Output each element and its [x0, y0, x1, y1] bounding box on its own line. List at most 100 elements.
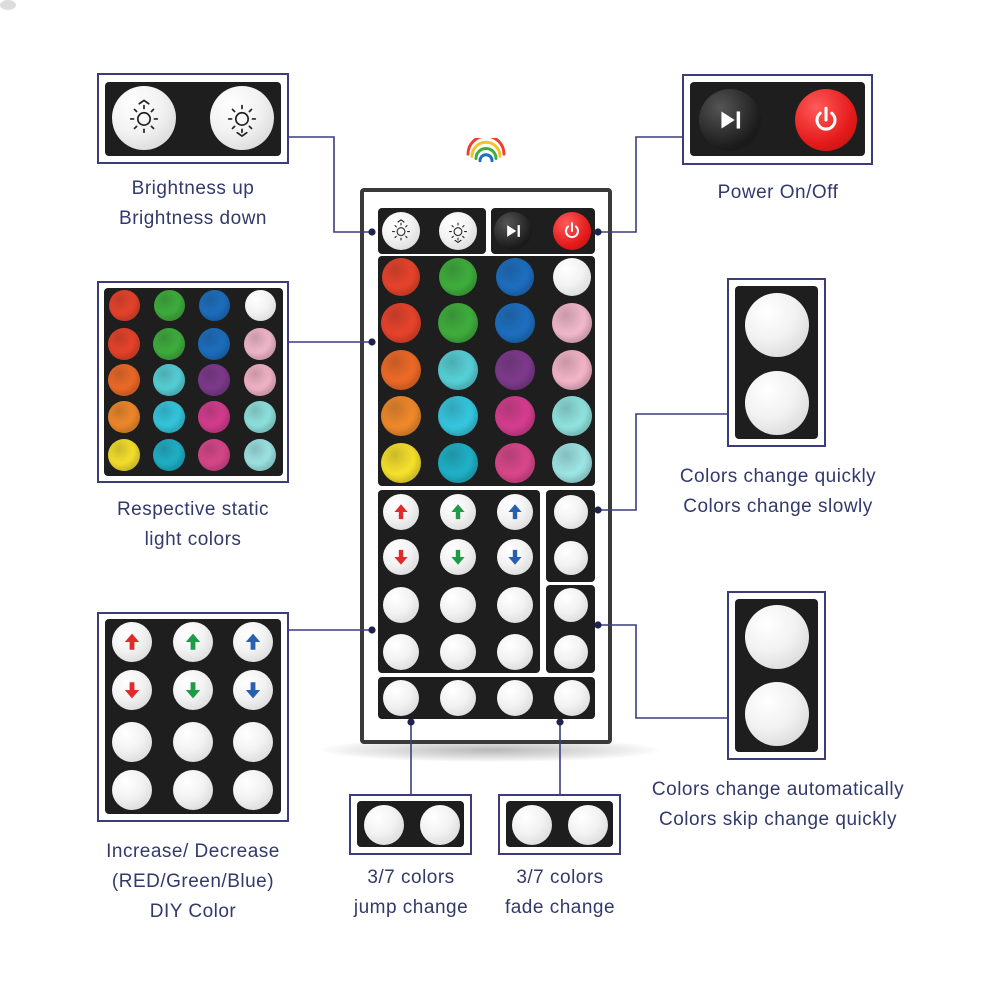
rgbw-small-button[interactable]	[108, 289, 140, 321]
static-color-button[interactable]	[495, 396, 535, 436]
arrow-down-icon	[394, 549, 408, 565]
diy-button[interactable]	[497, 587, 533, 623]
decrease-button-large[interactable]	[233, 670, 273, 710]
decrease-button-large[interactable]	[112, 670, 152, 710]
rgbw-small-button[interactable]	[244, 289, 276, 321]
static-color-button[interactable]	[438, 396, 478, 436]
power-button-large[interactable]	[795, 89, 857, 151]
brightness-down-button[interactable]	[439, 212, 477, 250]
slow-button[interactable]	[554, 541, 588, 575]
static-color-swatch[interactable]	[198, 439, 230, 471]
diy-button-large[interactable]	[112, 722, 152, 762]
arrow-down-icon	[245, 682, 261, 699]
static-color-button[interactable]	[381, 350, 421, 390]
static-color-swatch[interactable]	[244, 401, 276, 433]
fade3-button[interactable]	[497, 680, 533, 716]
diy-button[interactable]	[440, 634, 476, 670]
diy-caption-line: (RED/Green/Blue)	[111, 871, 275, 892]
diy-button-large[interactable]	[173, 722, 213, 762]
decrease-blue-button[interactable]	[497, 539, 533, 575]
static-color-swatch[interactable]	[198, 364, 230, 396]
decrease-red-button[interactable]	[383, 539, 419, 575]
static-color-swatch[interactable]	[244, 328, 276, 360]
brightness-up-button-large[interactable]	[112, 86, 176, 150]
jump3-button-large[interactable]	[364, 805, 404, 845]
arrow-up-icon	[124, 633, 140, 650]
diy-button[interactable]	[383, 587, 419, 623]
diy-button-large[interactable]	[173, 770, 213, 810]
static-color-button[interactable]	[552, 350, 592, 390]
static-color-swatch[interactable]	[108, 439, 140, 471]
color-button-g[interactable]	[439, 258, 477, 296]
static-color-swatch[interactable]	[244, 364, 276, 396]
static-color-button[interactable]	[552, 443, 592, 483]
jump3-button[interactable]	[383, 680, 419, 716]
increase-button-large[interactable]	[112, 622, 152, 662]
increase-button-large[interactable]	[173, 622, 213, 662]
static-color-swatch[interactable]	[153, 439, 185, 471]
increase-red-button[interactable]	[383, 494, 419, 530]
fade7-button[interactable]	[554, 680, 590, 716]
quick-button[interactable]	[554, 495, 588, 529]
brightness-up-button[interactable]	[382, 212, 420, 250]
static-color-swatch[interactable]	[108, 328, 140, 360]
mode-callout-panel	[735, 599, 818, 752]
static-color-button[interactable]	[381, 443, 421, 483]
static-color-button[interactable]	[552, 303, 592, 343]
static-color-button[interactable]	[438, 443, 478, 483]
static-color-swatch[interactable]	[244, 439, 276, 471]
diy-button-large[interactable]	[233, 722, 273, 762]
rgbw-small-button[interactable]	[153, 289, 185, 321]
static-colors-callout-panel	[104, 288, 283, 476]
static-color-button[interactable]	[495, 303, 535, 343]
play-pause-button-large[interactable]	[699, 89, 761, 151]
diy-button[interactable]	[440, 587, 476, 623]
diy-button[interactable]	[497, 634, 533, 670]
static-color-swatch[interactable]	[153, 401, 185, 433]
color-button-r[interactable]	[382, 258, 420, 296]
static-color-swatch[interactable]	[198, 328, 230, 360]
play-pause-button[interactable]	[494, 212, 532, 250]
decrease-green-button[interactable]	[440, 539, 476, 575]
static-color-swatch[interactable]	[108, 401, 140, 433]
fade7-button-large[interactable]	[568, 805, 608, 845]
static-color-swatch[interactable]	[153, 328, 185, 360]
static-color-button[interactable]	[381, 303, 421, 343]
static-color-button[interactable]	[438, 350, 478, 390]
static-color-swatch[interactable]	[198, 401, 230, 433]
brightness-down-button-large[interactable]	[210, 86, 274, 150]
flash-button[interactable]	[554, 635, 588, 669]
increase-green-button[interactable]	[440, 494, 476, 530]
static-color-button[interactable]	[495, 443, 535, 483]
slow-button-large[interactable]	[745, 371, 809, 435]
jump7-button[interactable]	[440, 680, 476, 716]
fade-callout-box	[498, 794, 621, 855]
speed-callout-box	[727, 278, 826, 447]
increase-button-large[interactable]	[233, 622, 273, 662]
power-button[interactable]	[553, 212, 591, 250]
static-color-swatch[interactable]	[108, 364, 140, 396]
static-color-button[interactable]	[381, 396, 421, 436]
diy-callout-box	[97, 612, 289, 822]
rgbw-small-button[interactable]	[198, 289, 230, 321]
color-button-b[interactable]	[496, 258, 534, 296]
color-button-w[interactable]	[553, 258, 591, 296]
decrease-button-large[interactable]	[173, 670, 213, 710]
fade3-button-large[interactable]	[512, 805, 552, 845]
static-color-swatch[interactable]	[153, 364, 185, 396]
auto-button-large[interactable]	[745, 605, 809, 669]
ir-signal-icon	[466, 138, 506, 163]
play-pause-icon	[507, 225, 520, 237]
increase-blue-button[interactable]	[497, 494, 533, 530]
diy-button-large[interactable]	[112, 770, 152, 810]
static-color-button[interactable]	[438, 303, 478, 343]
flash-button-large[interactable]	[745, 682, 809, 746]
panel-power	[491, 208, 595, 254]
quick-button-large[interactable]	[745, 293, 809, 357]
diy-button[interactable]	[383, 634, 419, 670]
static-color-button[interactable]	[552, 396, 592, 436]
jump7-button-large[interactable]	[420, 805, 460, 845]
auto-button[interactable]	[554, 588, 588, 622]
diy-button-large[interactable]	[233, 770, 273, 810]
static-color-button[interactable]	[495, 350, 535, 390]
